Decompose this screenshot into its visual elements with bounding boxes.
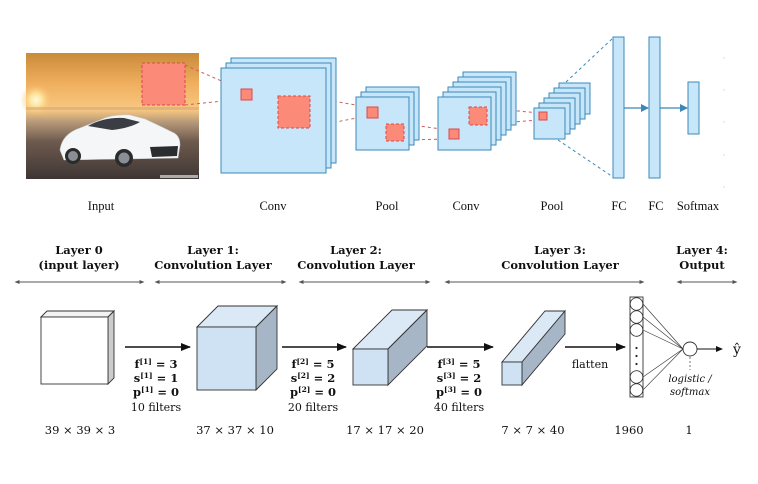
conv1-small-receptive bbox=[240, 88, 253, 101]
filter-count-2: 20 filters bbox=[288, 401, 339, 414]
connection-line bbox=[642, 303, 684, 350]
neuron bbox=[629, 297, 644, 311]
stage-label-softmax: Softmax bbox=[677, 199, 720, 213]
car-shape bbox=[59, 114, 181, 167]
pool2-receptive bbox=[538, 111, 548, 121]
stage-label-pool1: Pool bbox=[376, 199, 399, 213]
layer1-title-line2: Convolution Layer bbox=[154, 258, 273, 272]
softmax-output-ticks bbox=[723, 57, 725, 188]
conv3-volume bbox=[501, 309, 566, 387]
activation-label-line2: softmax bbox=[670, 387, 710, 398]
connection-line bbox=[642, 316, 684, 350]
dimension-layer0: 39 × 39 × 3 bbox=[45, 423, 115, 437]
layer1-title-line1: Layer 1: bbox=[187, 243, 239, 257]
output-y-hat: ŷ bbox=[732, 341, 741, 358]
hyperparam-f-2: f[2] = 5 bbox=[292, 357, 335, 371]
stage-label-conv1: Conv bbox=[259, 199, 287, 213]
hyperparam-f-1: f[1] = 3 bbox=[135, 357, 178, 371]
softmax-layer bbox=[687, 81, 700, 135]
layer2-title-line1: Layer 2: bbox=[330, 243, 382, 257]
neuron-connections bbox=[642, 303, 684, 391]
filter-count-1: 10 filters bbox=[131, 401, 182, 414]
hyperparam-s-3: s[3] = 2 bbox=[437, 371, 481, 385]
neuron bbox=[629, 310, 644, 324]
dimension-output: 1 bbox=[685, 423, 692, 437]
connection-line bbox=[642, 348, 684, 391]
layer4-title-line2: Output bbox=[679, 258, 725, 272]
pool1-large-receptive bbox=[385, 123, 405, 142]
layer4-title-line1: Layer 4: bbox=[676, 243, 728, 257]
activation-label-line1: logistic / bbox=[668, 374, 713, 385]
stage-label-pool2: Pool bbox=[541, 199, 564, 213]
ellipsis-dot bbox=[635, 354, 638, 358]
connection-line bbox=[642, 329, 684, 350]
fc-projection-lines bbox=[557, 37, 614, 178]
hyperparam-s-1: s[1] = 1 bbox=[134, 371, 178, 385]
input-receptive-field bbox=[141, 62, 186, 106]
filter-count-3: 40 filters bbox=[434, 401, 485, 414]
hyperparam-f-3: f[3] = 5 bbox=[438, 357, 481, 371]
hyperparam-s-2: s[2] = 2 bbox=[291, 371, 335, 385]
conv2-volume bbox=[351, 308, 429, 387]
layer2-title-line2: Convolution Layer bbox=[297, 258, 416, 272]
layer-dimension-diagram: Layer 0 (input layer) Layer 1: Convoluti… bbox=[14, 243, 741, 437]
fc1-layer bbox=[612, 36, 625, 179]
layer3-title-line2: Convolution Layer bbox=[501, 258, 620, 272]
dimension-layer2: 17 × 17 × 20 bbox=[346, 423, 424, 437]
layer3-title-line1: Layer 3: bbox=[534, 243, 586, 257]
hyperparam-p-3: p[3] = 0 bbox=[436, 385, 482, 399]
connection-line bbox=[642, 348, 684, 378]
layer0-title-line1: Layer 0 bbox=[55, 243, 103, 257]
hyperparam-p-1: p[1] = 0 bbox=[133, 385, 179, 399]
top-cnn-pipeline: Input Conv Pool Conv Pool FC FC Softmax bbox=[20, 36, 725, 213]
stage-label-fc2: FC bbox=[648, 199, 663, 213]
flatten-label: flatten bbox=[572, 358, 608, 371]
output-neuron bbox=[682, 341, 698, 357]
conv1-large-receptive bbox=[277, 95, 311, 129]
neuron bbox=[629, 323, 644, 337]
conv2-large-receptive bbox=[468, 106, 488, 126]
neuron bbox=[629, 370, 644, 384]
dimension-flatten: 1960 bbox=[614, 423, 643, 437]
stage-label-fc1: FC bbox=[611, 199, 626, 213]
conv1-volume bbox=[195, 304, 279, 392]
fc2-layer bbox=[648, 36, 661, 179]
pool1-small-receptive bbox=[366, 106, 379, 119]
ellipsis-dot bbox=[635, 362, 638, 366]
layer0-title-line2: (input layer) bbox=[38, 258, 119, 272]
conv2-small-receptive bbox=[448, 128, 460, 140]
input-volume bbox=[39, 309, 116, 386]
ellipsis-dot bbox=[635, 346, 638, 350]
flattened-neuron-column bbox=[629, 296, 644, 398]
dimension-layer1: 37 × 37 × 10 bbox=[196, 423, 274, 437]
hyperparam-p-2: p[2] = 0 bbox=[290, 385, 336, 399]
neuron bbox=[629, 383, 644, 397]
stage-label-input: Input bbox=[88, 199, 115, 213]
input-photo bbox=[20, 53, 199, 179]
pool2-feature-maps bbox=[533, 82, 591, 140]
stage-label-conv2: Conv bbox=[452, 199, 480, 213]
dimension-layer3: 7 × 7 × 40 bbox=[501, 423, 564, 437]
